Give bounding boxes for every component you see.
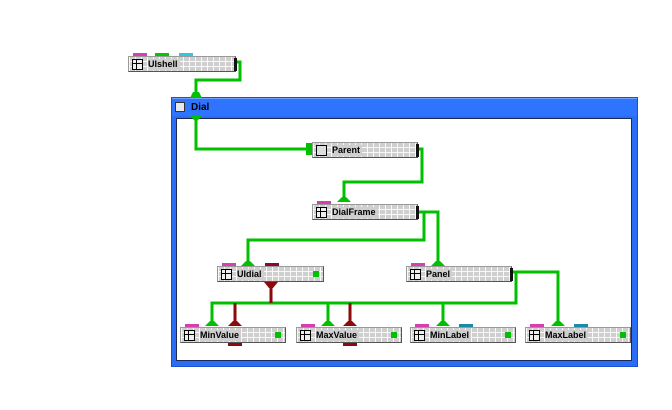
node-label: MinValue bbox=[200, 330, 242, 341]
status-indicator bbox=[275, 332, 281, 338]
output-connector[interactable] bbox=[510, 268, 513, 281]
node-label: UIdial bbox=[237, 269, 264, 280]
status-indicator bbox=[391, 332, 397, 338]
grid-icon bbox=[300, 330, 311, 341]
parent-icon bbox=[316, 145, 327, 156]
output-connector[interactable] bbox=[416, 206, 419, 219]
window-icon bbox=[175, 102, 185, 112]
tab-green bbox=[155, 53, 169, 56]
grid-icon bbox=[414, 330, 425, 341]
node-label: MaxLabel bbox=[545, 330, 589, 341]
tab-magenta bbox=[415, 324, 429, 327]
output-connector[interactable] bbox=[416, 144, 419, 157]
tab-cyan bbox=[179, 53, 193, 56]
node-uidial[interactable]: UIdial bbox=[217, 263, 324, 282]
node-parent[interactable]: Parent bbox=[312, 142, 419, 158]
grid-icon bbox=[410, 269, 421, 280]
grid-icon bbox=[221, 269, 232, 280]
grid-icon bbox=[529, 330, 540, 341]
tab-teal bbox=[574, 324, 588, 327]
status-indicator bbox=[505, 332, 511, 338]
tab-magenta bbox=[222, 263, 236, 266]
node-label: Panel bbox=[426, 269, 453, 280]
node-minvalue[interactable]: MinValue bbox=[180, 324, 286, 343]
node-label: MinLabel bbox=[430, 330, 472, 341]
node-maxvalue[interactable]: MaxValue bbox=[296, 324, 402, 343]
tab-teal bbox=[459, 324, 473, 327]
output-connector[interactable] bbox=[234, 58, 237, 71]
tab-magenta bbox=[530, 324, 544, 327]
node-label: DialFrame bbox=[332, 207, 378, 218]
status-indicator bbox=[313, 271, 319, 277]
node-panel[interactable]: Panel bbox=[406, 263, 513, 282]
dial-title: Dial bbox=[191, 102, 210, 113]
node-label: Parent bbox=[332, 145, 363, 156]
grid-icon bbox=[132, 59, 143, 70]
node-label: MaxValue bbox=[316, 330, 360, 341]
tab-magenta bbox=[317, 201, 331, 204]
tab-magenta bbox=[301, 324, 315, 327]
tab-magenta bbox=[133, 53, 147, 56]
node-maxlabel[interactable]: MaxLabel bbox=[525, 324, 631, 343]
node-uishell[interactable]: UIshell bbox=[128, 53, 237, 72]
tab-darkred bbox=[265, 263, 279, 266]
tab-magenta bbox=[411, 263, 425, 266]
node-label: UIshell bbox=[148, 59, 180, 70]
tab-magenta bbox=[185, 324, 199, 327]
status-indicator bbox=[620, 332, 626, 338]
dial-title-bar[interactable]: Dial bbox=[172, 98, 637, 116]
node-dialframe[interactable]: DialFrame bbox=[312, 201, 419, 220]
grid-icon bbox=[316, 207, 327, 218]
node-minlabel[interactable]: MinLabel bbox=[410, 324, 516, 343]
grid-icon bbox=[184, 330, 195, 341]
